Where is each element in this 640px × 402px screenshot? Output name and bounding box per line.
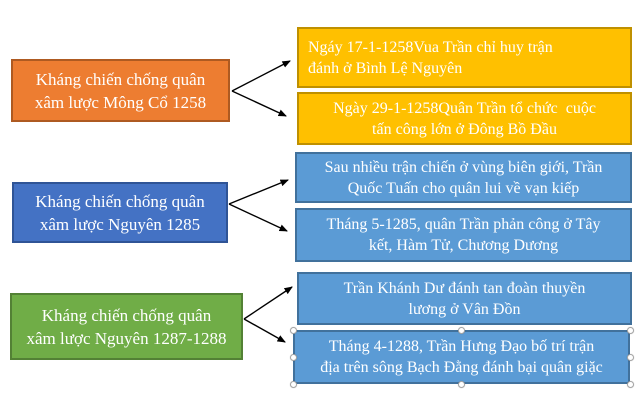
node-text-line: Ngáy 17-1-1258Vua Trần chỉ huy trận [308, 38, 553, 56]
node-text-line: Tháng 4-1288, Trần Hưng Đạo bố trí trận [328, 338, 595, 355]
event-van-kiep-retreat[interactable]: Sau nhiều trận chiến ở vùng biên giới, T… [295, 152, 632, 203]
node-text-line: xâm lược Nguyên 1285 [39, 214, 201, 234]
node-text-line: Kháng chiến chống quân [41, 305, 212, 325]
selection-handle-ne[interactable] [626, 326, 634, 334]
node-text-line: Sau nhiều trận chiến ở vùng biên giới, T… [324, 158, 603, 176]
selection-handle-sw[interactable] [289, 380, 297, 388]
arrow-1285-to-van-kiep[interactable] [228, 179, 289, 205]
node-text-line: tấn công lớn ở Đông Bồ Đầu [372, 120, 557, 138]
event-binh-le-nguyen[interactable]: Ngáy 17-1-1258Vua Trần chỉ huy trận đánh… [297, 27, 632, 88]
node-text-line: Tháng 5-1285, quân Trần phản công ở Tây [326, 216, 601, 233]
arrow-mongol-to-dong-bo-dau[interactable] [231, 90, 287, 117]
node-text-line: Quốc Tuấn cho quân lui về vạn kiếp [347, 179, 580, 197]
node-text-line: Kháng chiến chống quân [35, 69, 206, 89]
selection-handle-se[interactable] [626, 380, 634, 388]
event-van-don[interactable]: Trần Khánh Dư đánh tan đoàn thuyền lương… [297, 272, 632, 325]
selection-handle-nw[interactable] [289, 326, 297, 334]
node-nguyen-1285[interactable]: Kháng chiến chống quân xâm lược Nguyên 1… [12, 182, 228, 243]
selection-handle-s[interactable] [458, 380, 465, 388]
arrow-1287-to-bach-dang[interactable] [243, 318, 286, 343]
arrow-mongol-to-binh-le-nguyen[interactable] [231, 60, 291, 92]
node-text-line: xâm lược Nguyên 1287-1288 [26, 328, 227, 348]
node-text-line: xâm lược Mông Cổ 1258 [34, 92, 207, 112]
event-dong-bo-dau[interactable]: Ngày 29-1-1258Quân Trần tổ chức cuộc tấn… [297, 92, 632, 145]
selection-handle-w[interactable] [289, 353, 297, 361]
node-text-line: Kháng chiến chống quân [35, 191, 205, 211]
selection-handle-n[interactable] [458, 326, 465, 334]
event-bach-dang[interactable]: Tháng 4-1288, Trần Hưng Đạo bố trí trận … [293, 330, 630, 384]
node-text-line: địa trên sông Bạch Đằng đánh bại quân gi… [320, 359, 603, 376]
node-text-line: Trần Khánh Dư đánh tan đoàn thuyền [343, 279, 586, 297]
node-nguyen-1287-1288[interactable]: Kháng chiến chống quân xâm lược Nguyên 1… [10, 293, 243, 360]
arrow-1285-to-counterattack[interactable] [228, 203, 288, 232]
node-text-line: lương ở Vân Đồn [408, 300, 521, 318]
event-counterattack-1285[interactable]: Tháng 5-1285, quân Trần phản công ở Tây … [295, 208, 632, 262]
arrow-1287-to-van-don[interactable] [243, 286, 293, 320]
node-text-line: đánh ở Bình Lệ Nguyên [308, 59, 463, 77]
selection-handle-e[interactable] [626, 353, 634, 361]
node-text-line: kết, Hàm Tử, Chương Dương [368, 237, 559, 254]
node-text-line: Ngày 29-1-1258Quân Trần tổ chức cuộc [333, 99, 596, 117]
node-mongol-1258[interactable]: Kháng chiến chống quân xâm lược Mông Cổ … [11, 59, 230, 122]
